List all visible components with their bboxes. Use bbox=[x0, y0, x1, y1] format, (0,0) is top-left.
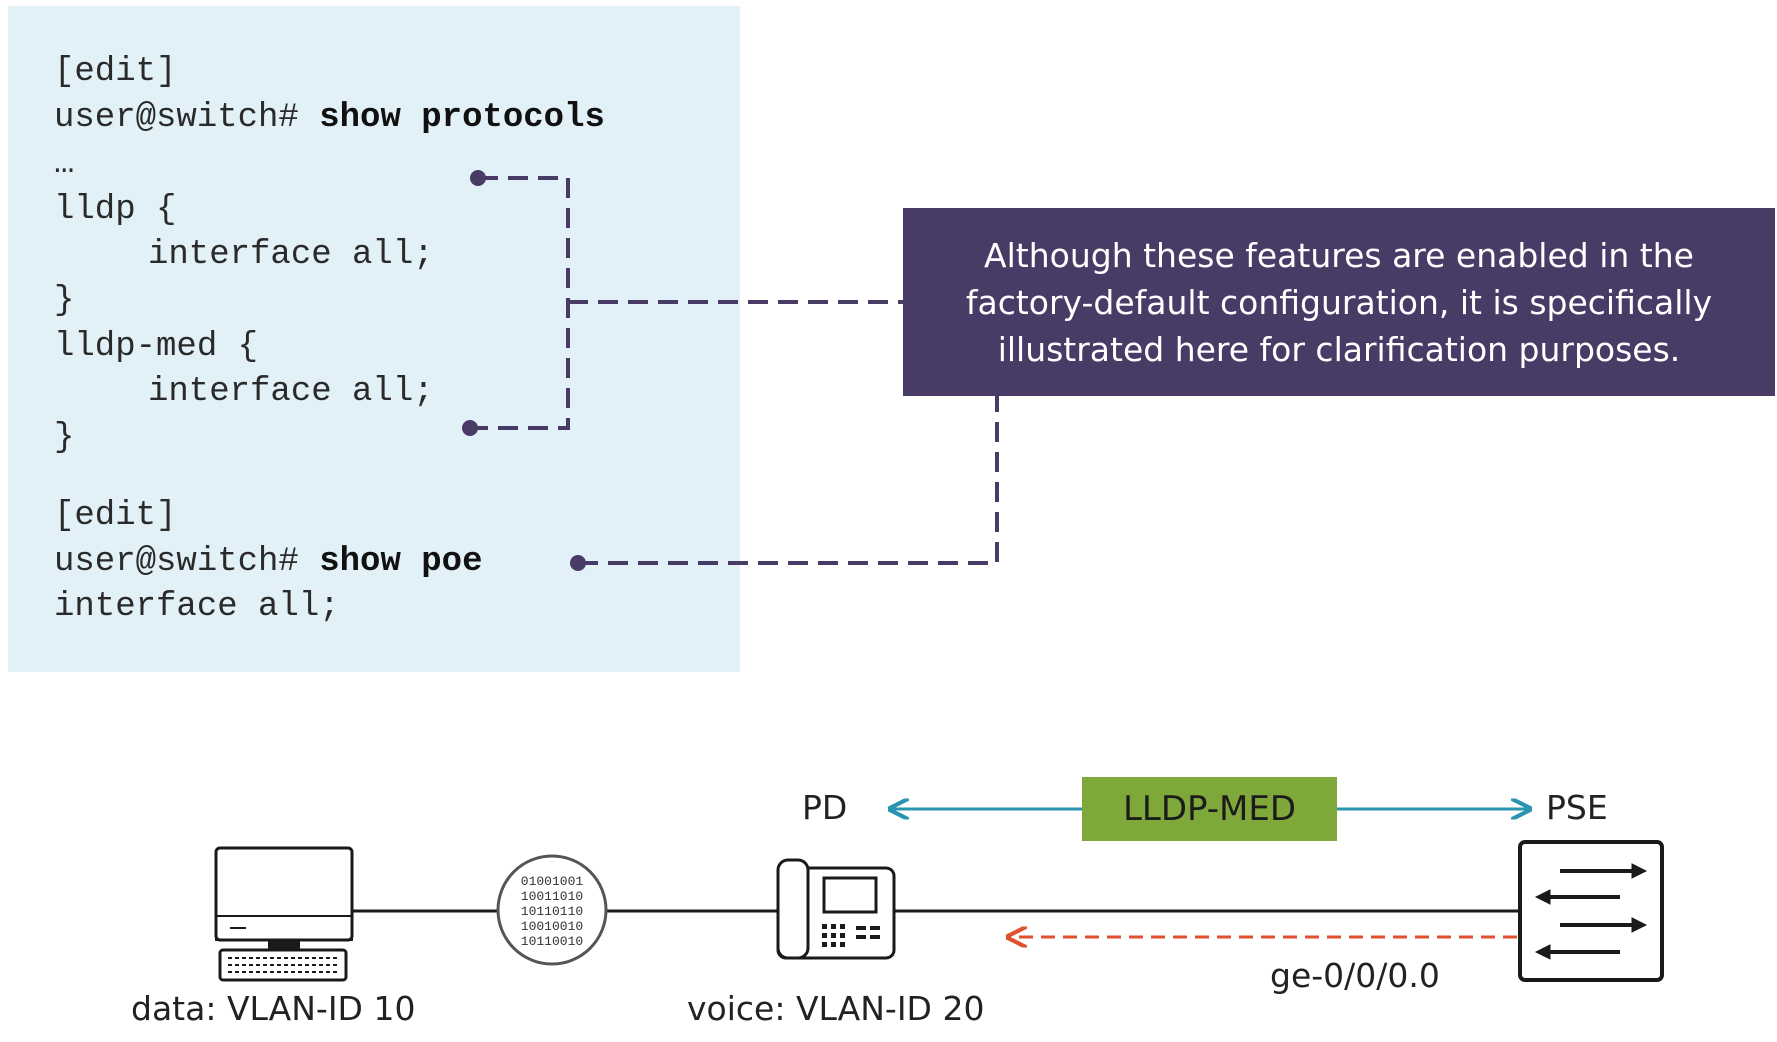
cli-prompt: user@switch# bbox=[54, 99, 320, 137]
code-line-lldp-open: lldp { bbox=[54, 191, 177, 229]
binary-row: 10011010 bbox=[521, 889, 583, 904]
code-line-edit-1: [edit] bbox=[54, 53, 177, 91]
lldp-med-label-box: LLDP-MED bbox=[1082, 777, 1337, 841]
callout-box: Although these features are enabled in t… bbox=[903, 208, 1775, 396]
lldp-med-label: LLDP-MED bbox=[1122, 789, 1297, 829]
code-line-lldp-med-open: lldp-med { bbox=[54, 328, 259, 366]
binary-row: 10110110 bbox=[521, 904, 583, 919]
callout-text-line-3: illustrated here for clarification purpo… bbox=[997, 329, 1681, 369]
cli-command: show poe bbox=[319, 543, 483, 581]
cli-prompt: user@switch# bbox=[54, 543, 320, 581]
ip-phone-icon bbox=[776, 858, 896, 960]
code-panel: [edit] user@switch# show protocols … lld… bbox=[8, 6, 740, 672]
code-line-lldp-med-interface: interface all; bbox=[148, 373, 434, 411]
code-line-show-poe: user@switch# show poe bbox=[54, 542, 482, 582]
callout-text-line-2: factory-default configuration, it is spe… bbox=[965, 282, 1713, 322]
code-line-ellipsis: … bbox=[54, 145, 75, 183]
binary-row: 10110010 bbox=[521, 934, 583, 949]
code-line-show-protocols: user@switch# show protocols bbox=[54, 98, 605, 138]
code-line-lldp-interface: interface all; bbox=[148, 236, 434, 274]
code-line-edit-2: [edit] bbox=[54, 497, 177, 535]
connector-dot-lldp bbox=[470, 170, 486, 186]
callout-text-line-1: Although these features are enabled in t… bbox=[984, 235, 1694, 275]
poe-connector bbox=[578, 396, 999, 565]
cli-command: show protocols bbox=[319, 99, 605, 137]
code-line-lldp-med-close: } bbox=[54, 419, 75, 457]
binary-packet-icon: 01001001 10011010 10110110 10010010 1011… bbox=[496, 854, 608, 966]
binary-row: 01001001 bbox=[521, 874, 584, 889]
pse-label: PSE bbox=[1546, 788, 1608, 827]
interface-label: ge-0/0/0.0 bbox=[1270, 956, 1440, 995]
data-vlan-label: data: VLAN-ID 10 bbox=[131, 989, 416, 1028]
connector-dot-poe bbox=[570, 555, 586, 571]
bracket-connector bbox=[470, 176, 903, 430]
code-line-poe-interface: interface all; bbox=[54, 588, 340, 626]
binary-row: 10010010 bbox=[521, 919, 583, 934]
connector-dot-lldp-med bbox=[462, 420, 478, 436]
voice-vlan-label: voice: VLAN-ID 20 bbox=[687, 989, 985, 1028]
computer-icon bbox=[214, 846, 354, 982]
pd-label: PD bbox=[802, 788, 848, 827]
switch-icon bbox=[1518, 840, 1664, 982]
code-line-lldp-close: } bbox=[54, 282, 75, 320]
